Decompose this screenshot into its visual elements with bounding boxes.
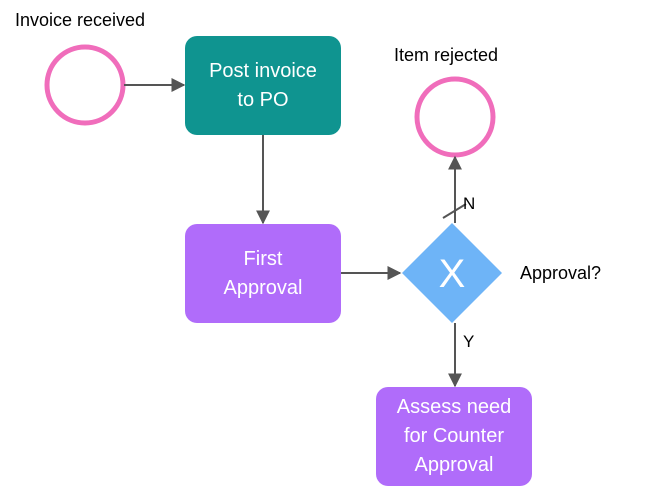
gateway-symbol: X <box>439 252 466 296</box>
no-branch-label: N <box>463 194 476 213</box>
gateway-question-label: Approval? <box>520 263 602 283</box>
default-flow-slash <box>442 203 467 219</box>
exclusive-gateway-diamond <box>402 223 502 323</box>
end-event-label: Item rejected <box>394 45 499 65</box>
end-event-circle <box>414 76 496 158</box>
first-approval-task-label: First Approval <box>223 247 303 299</box>
post-invoice-task: Post invoice to PO <box>185 36 341 135</box>
start-event-label: Invoice received <box>15 10 146 30</box>
yes-branch-label: Y <box>463 332 475 351</box>
first-approval-task: First Approval <box>185 224 341 323</box>
assess-need-task-label: Assess need for Counter Approval <box>396 396 512 476</box>
post-invoice-task-label: Post invoice to PO <box>209 59 317 111</box>
assess-need-task: Assess need for Counter Approval <box>376 387 532 486</box>
start-event-circle <box>44 44 126 126</box>
